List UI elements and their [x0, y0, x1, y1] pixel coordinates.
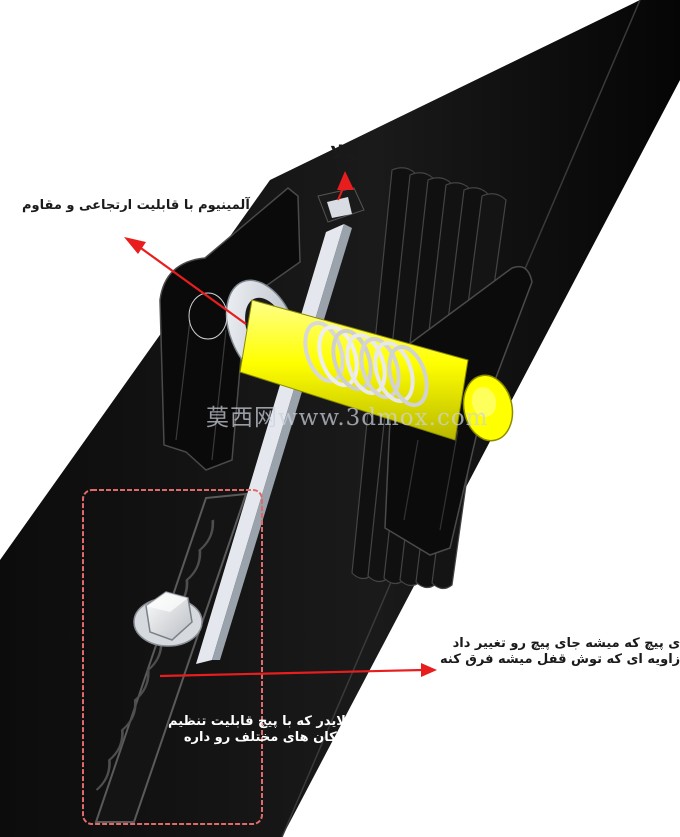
aluminum-arrow [124, 237, 247, 325]
slider-label-line2: در مکان های مختلف رو داره [183, 730, 364, 746]
slider-label: اسلایدر که با پیچ قابلیت تنظیم در مکان ه… [168, 714, 363, 747]
slider-label-line1: اسلایدر که با پیچ قابلیت تنظیم [168, 714, 364, 729]
hinge-arrow [337, 171, 354, 201]
hex-bolt [133, 591, 203, 647]
hinge-block [317, 187, 365, 223]
aluminum-label: آلمینیوم با قابلیت ارتجاعی و مقاوم [22, 198, 250, 213]
screw-position-label-line1: جای پیچ که میشه جای پیچ رو تغییر داد [452, 636, 680, 651]
slider-highlight-box [82, 489, 263, 825]
hinge-pin-assembly [225, 279, 514, 442]
reference-marker [188, 292, 228, 340]
hinge-label: لولا [330, 142, 364, 164]
screw-position-arrow [159, 663, 437, 678]
screw-position-label: جای پیچ که میشه جای پیچ رو تغییر داد تا … [440, 636, 680, 669]
slider-channel [94, 492, 248, 823]
screw-position-label-line2: تا زاویه ای که توش قفل میشه فرق کنه [440, 652, 680, 668]
watermark: 莫西网www.3dmox.com [206, 405, 489, 431]
